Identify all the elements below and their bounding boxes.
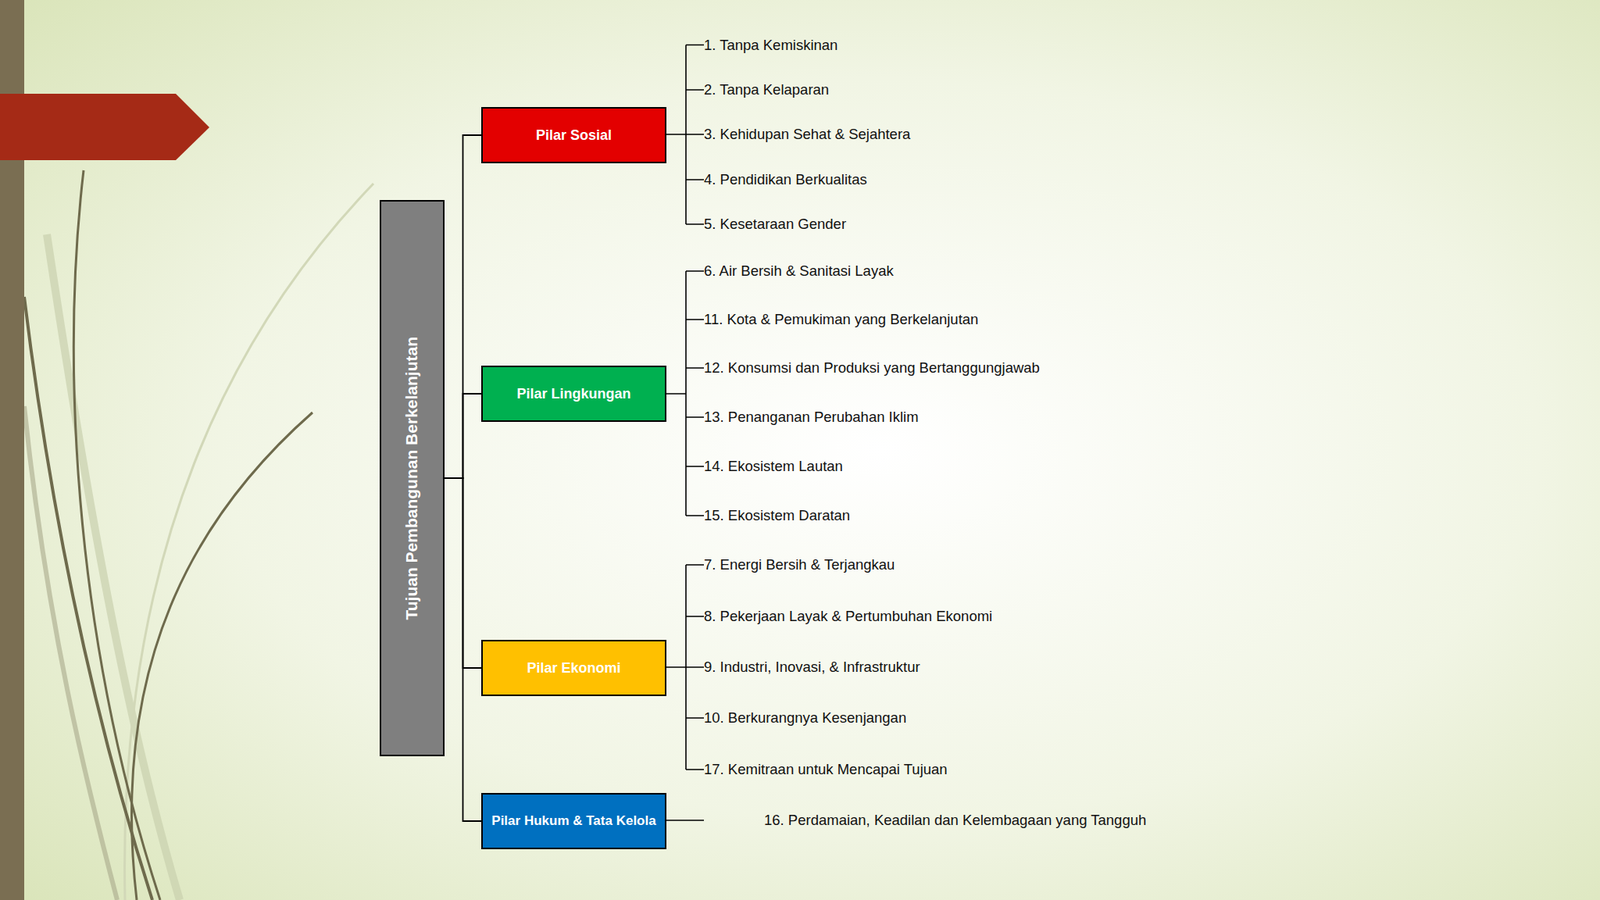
root-title: Tujuan Pembangunan Berkelanjutan (402, 336, 422, 621)
pillar-box: Pilar Sosial (481, 107, 667, 164)
pillar-title: Pilar Hukum & Tata Kelola (491, 813, 656, 829)
tree-connector (444, 478, 482, 822)
goal-item: 8. Pekerjaan Layak & Pertumbuhan Ekonomi (703, 607, 993, 625)
tree-connector (444, 393, 482, 479)
goal-item: 13. Penanganan Perubahan Iklim (703, 408, 919, 426)
tree-connector (444, 478, 482, 668)
goal-item: 12. Konsumsi dan Produksi yang Bertanggu… (703, 359, 1040, 377)
tree-connector (444, 135, 482, 479)
goal-item: 6. Air Bersih & Sanitasi Layak (703, 262, 894, 280)
goal-item: 1. Tanpa Kemiskinan (703, 35, 838, 54)
grass-curve (24, 406, 118, 900)
goal-item: 15. Ekosistem Daratan (703, 507, 850, 525)
grass-curves (24, 170, 374, 900)
grass-curve (24, 296, 153, 900)
item-brackets (666, 45, 704, 822)
root-box: Tujuan Pembangunan Berkelanjutan (379, 200, 445, 757)
title-arrow-tab (0, 93, 210, 161)
goal-item: 4. Pendidikan Berkualitas (703, 171, 868, 189)
pillar-title: Pilar Lingkungan (516, 385, 631, 403)
bracket-line (666, 45, 704, 225)
goal-item: 3. Kehidupan Sehat & Sejahtera (703, 125, 911, 143)
goal-item: 9. Industri, Inovasi, & Infrastruktur (703, 658, 921, 676)
bracket-line (666, 271, 704, 516)
goal-item: 7. Energi Bersih & Terjangkau (703, 556, 895, 574)
grass-curve (74, 170, 161, 900)
pillar-title: Pilar Ekonomi (526, 660, 621, 677)
bracket-line (666, 819, 704, 822)
goal-item: 14. Ekosistem Lautan (703, 457, 843, 475)
pillar-box: Pilar Ekonomi (481, 639, 667, 697)
goal-item: 2. Tanpa Kelaparan (703, 81, 829, 99)
pillar-box: Pilar Hukum & Tata Kelola (481, 792, 667, 850)
goal-item: 5. Kesetaraan Gender (703, 215, 847, 233)
bracket-line (666, 564, 704, 770)
pillar-title: Pilar Sosial (535, 127, 612, 144)
goal-item: 17. Kemitraan untuk Mencapai Tujuan (703, 760, 948, 779)
goal-item: 16. Perdamaian, Keadilan dan Kelembagaan… (764, 811, 1147, 829)
pillar-box: Pilar Lingkungan (481, 365, 667, 422)
grass-curve (131, 412, 313, 900)
grass-curve (125, 183, 374, 900)
goal-item: 11. Kota & Pemukiman yang Berkelanjutan (703, 310, 979, 329)
goal-item: 10. Berkurangnya Kesenjangan (703, 709, 907, 727)
